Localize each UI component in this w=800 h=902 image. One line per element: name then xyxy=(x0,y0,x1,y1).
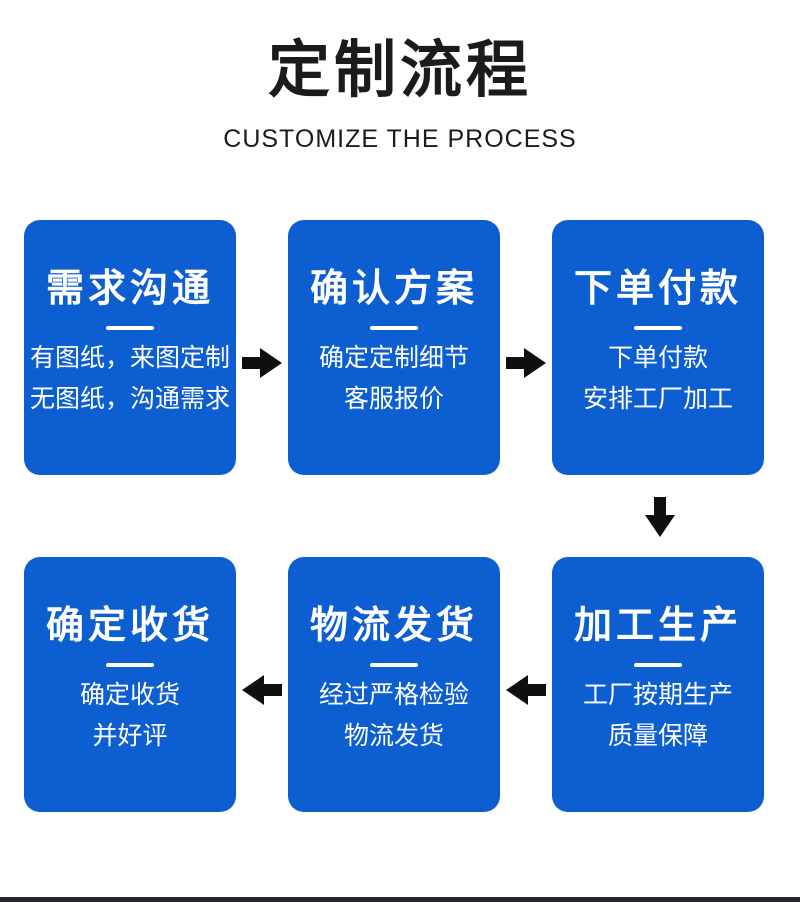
divider xyxy=(370,326,418,330)
divider xyxy=(634,663,682,667)
divider xyxy=(370,663,418,667)
step-line: 客服报价 xyxy=(343,385,444,413)
step-line: 工厂按期生产 xyxy=(582,681,733,709)
arrow-right-icon xyxy=(506,348,546,378)
step-title: 加工生产 xyxy=(573,605,742,647)
step-card-production: 加工生产 工厂按期生产 质量保障 xyxy=(552,557,764,812)
divider xyxy=(106,326,154,330)
step-card-confirm-plan: 确认方案 确定定制细节 客服报价 xyxy=(288,220,500,475)
page-title: 定制流程 xyxy=(267,36,532,105)
step-card-requirement-communication: 需求沟通 有图纸，来图定制 无图纸，沟通需求 xyxy=(24,220,236,475)
step-title: 需求沟通 xyxy=(45,268,214,310)
step-title: 下单付款 xyxy=(573,268,742,310)
next-section-edge xyxy=(0,897,800,902)
step-card-order-payment: 下单付款 下单付款 安排工厂加工 xyxy=(552,220,764,475)
divider xyxy=(106,663,154,667)
step-line: 物流发货 xyxy=(343,722,444,750)
step-title: 确认方案 xyxy=(309,268,478,310)
arrow-left-icon xyxy=(506,675,546,705)
step-line: 有图纸，来图定制 xyxy=(29,344,230,372)
step-line: 安排工厂加工 xyxy=(582,385,733,413)
divider xyxy=(634,326,682,330)
step-line: 下单付款 xyxy=(607,344,708,372)
step-line: 无图纸，沟通需求 xyxy=(29,385,230,413)
step-line: 质量保障 xyxy=(607,722,708,750)
header: 定制流程 CUSTOMIZE THE PROCESS xyxy=(0,0,800,152)
arrow-right-icon xyxy=(242,348,282,378)
arrow-down-icon xyxy=(645,497,675,537)
step-title: 确定收货 xyxy=(45,605,214,647)
step-card-logistics-shipping: 物流发货 经过严格检验 物流发货 xyxy=(288,557,500,812)
arrow-left-icon xyxy=(242,675,282,705)
step-line: 并好评 xyxy=(92,722,168,750)
step-title: 物流发货 xyxy=(309,605,478,647)
step-line: 确定收货 xyxy=(79,681,180,709)
step-line: 经过严格检验 xyxy=(318,681,469,709)
step-card-confirm-receipt: 确定收货 确定收货 并好评 xyxy=(24,557,236,812)
page-subtitle: CUSTOMIZE THE PROCESS xyxy=(223,125,577,153)
step-line: 确定定制细节 xyxy=(318,344,469,372)
